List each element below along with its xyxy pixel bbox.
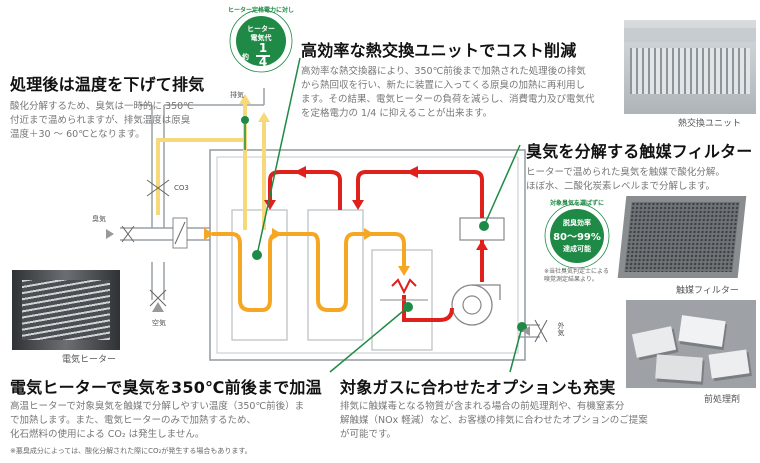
- photo-heat-exchange-unit: [624, 20, 756, 114]
- label-fresh-air: 外気: [557, 322, 565, 336]
- air-intake-duct: [151, 262, 165, 300]
- fraction-bar: [256, 55, 270, 57]
- heading-options: 対象ガスに合わせたオプションも充実: [340, 378, 616, 397]
- badge-deodorization: 対象臭気を選ばずに 脱臭効率 80～99% 達成可能: [541, 196, 613, 269]
- valve-inlet-icon: [121, 225, 135, 243]
- air-arrow-icon: [152, 302, 164, 312]
- text-heat-exchanger: 高効率な熱交換器により、350℃前後まで加熱された処理後の排気から熱回収を行い、…: [301, 66, 595, 119]
- heading-catalyst: 臭気を分解する触媒フィルター: [526, 142, 753, 161]
- flow-hot-red-top: [356, 170, 484, 218]
- heat-exchanger-right: [307, 209, 364, 341]
- badge-power-circle: [229, 9, 293, 73]
- badge-note: ※当社臭気判定士による嗅覚測定結果より。: [544, 268, 609, 283]
- photo-catalyst-filter: [617, 196, 747, 278]
- blower: [451, 284, 493, 326]
- photo-pretreatment: [626, 300, 756, 388]
- equipment-housing: [209, 149, 526, 361]
- caption-heat-exchange-unit: 熱交換ユニット: [678, 119, 742, 129]
- text-heater: 高温ヒーターで対象臭気を触媒で分解しやすい温度（350℃前後）まで加熱します。ま…: [10, 401, 305, 440]
- inlet-arrow-icon: [106, 229, 114, 239]
- photo-electric-heater: [12, 270, 120, 350]
- pointer-heater: [329, 306, 409, 373]
- valve-outlet-icon: [534, 319, 548, 343]
- heading-heater: 電気ヒーターで臭気を350℃前後まで加温: [10, 378, 322, 397]
- heading-heat-exchanger: 高効率な熱交換ユニットでコスト削減: [301, 41, 577, 60]
- caption-catalyst-filter: 触媒フィルター: [676, 286, 739, 296]
- label-air: 空気: [152, 319, 166, 327]
- pointer-options: [509, 326, 523, 373]
- flow-hot-red-bottom: [402, 295, 454, 322]
- inlet-duct: [120, 227, 210, 241]
- badge-power-cost: ヒーター定格電力に対し ヒーター 電気代 約 1 4: [226, 4, 296, 74]
- label-co3: CO3: [174, 184, 189, 192]
- pointer-heat-exchanger: [256, 57, 301, 256]
- flow-odor-orange-1: [212, 232, 282, 312]
- label-exhaust: 排気: [230, 91, 244, 99]
- footnote: ※悪臭成分によっては、酸化分解された際にCO₂が発生する場合もあります。: [10, 447, 252, 455]
- heat-exchanger-left: [231, 209, 288, 341]
- outlet-arrow-icon: [522, 326, 530, 336]
- valve-air-icon: [149, 289, 167, 307]
- equipment-housing-inner: [216, 156, 519, 354]
- text-options: 排気に触媒毒となる物質が含まれる場合の前処理剤や、有機窒素分解触媒（NOx 軽減…: [340, 401, 648, 440]
- heater-element: [391, 278, 417, 295]
- caption-pretreatment: 前処理剤: [704, 395, 741, 405]
- exhaust-stack: [151, 105, 165, 228]
- valve-exhaust-icon: [146, 179, 170, 197]
- flow-odor-orange-2: [282, 232, 378, 312]
- text-catalyst: ヒーターで温められた臭気を触媒で酸化分解。ほぼ水、二酸化炭素レベルまで分解します…: [526, 167, 725, 192]
- caption-electric-heater: 電気ヒーター: [62, 355, 117, 365]
- pointer-catalyst: [483, 144, 521, 227]
- label-odor-in: 臭気: [92, 215, 106, 223]
- heading-exhaust: 処理後は温度を下げて排気: [10, 75, 205, 94]
